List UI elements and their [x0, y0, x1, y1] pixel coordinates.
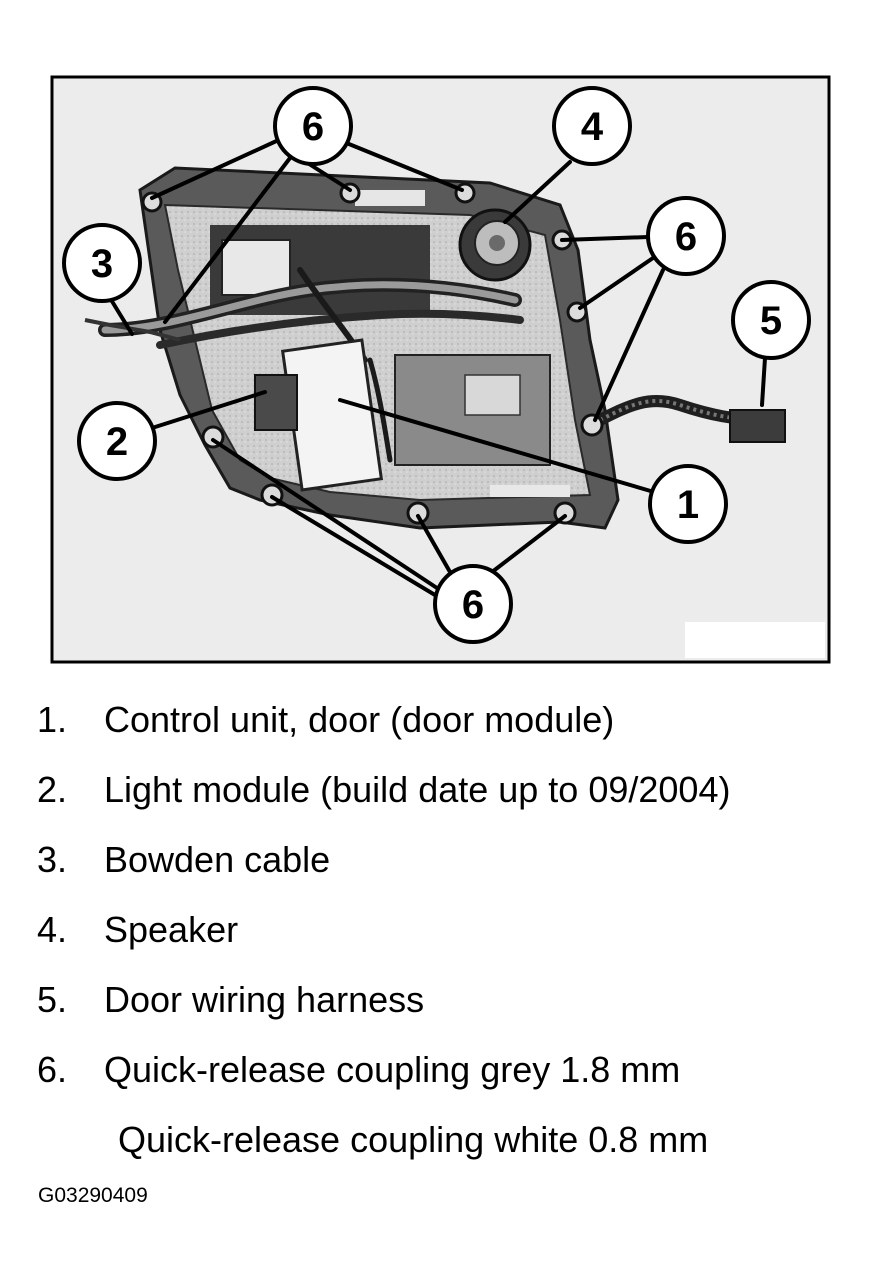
legend-number: 2. [37, 769, 68, 810]
callout-label-6-bottom: 6 [462, 583, 484, 627]
coupling-point [406, 501, 430, 525]
callout-label-6-top: 6 [302, 105, 324, 149]
legend-text: Door wiring harness [104, 979, 425, 1020]
callout-circle-2 [77, 401, 157, 481]
photo-corner-patch [685, 622, 825, 658]
figure-id: G03290409 [38, 1184, 148, 1207]
legend-text: Bowden cable [104, 839, 331, 880]
callout-circle-1 [648, 464, 728, 544]
door-wiring-harness [594, 394, 786, 443]
callout-label-6-right: 6 [675, 215, 697, 259]
callout-circle-3 [62, 223, 142, 303]
door-module-diagram: 6 4 3 6 5 2 1 6 [50, 75, 831, 664]
coupling-point [580, 413, 604, 437]
legend-number: 4. [37, 909, 68, 950]
legend-text: Speaker [104, 909, 239, 950]
callout-label-5: 5 [760, 299, 782, 343]
callout-circle-6-bottom [433, 564, 513, 644]
leader-lines [108, 136, 767, 600]
legend-number: 5. [37, 979, 68, 1020]
legend-text: Control unit, door (door module) [104, 699, 615, 740]
light-module [254, 374, 298, 431]
callout-circle-4 [552, 86, 632, 166]
legend-number: 1. [37, 699, 68, 740]
callout-label-4: 4 [581, 105, 604, 149]
speaker [458, 208, 532, 282]
legend-number: 3. [37, 839, 68, 880]
legend-text: Light module (build date up to 09/2004) [104, 769, 731, 810]
callout-circle-6-right [646, 196, 726, 276]
legend-text: Quick-release coupling grey 1.8 mm [104, 1049, 681, 1090]
legend-number: 6. [37, 1049, 68, 1090]
callout-label-1: 1 [677, 483, 699, 527]
callout-label-2: 2 [106, 420, 128, 464]
legend-subitem: Quick-release coupling white 0.8 mm [118, 1119, 709, 1160]
callout-label-3: 3 [91, 242, 113, 286]
callout-circle-6-top [273, 86, 353, 166]
callout-circle-5 [731, 280, 811, 360]
